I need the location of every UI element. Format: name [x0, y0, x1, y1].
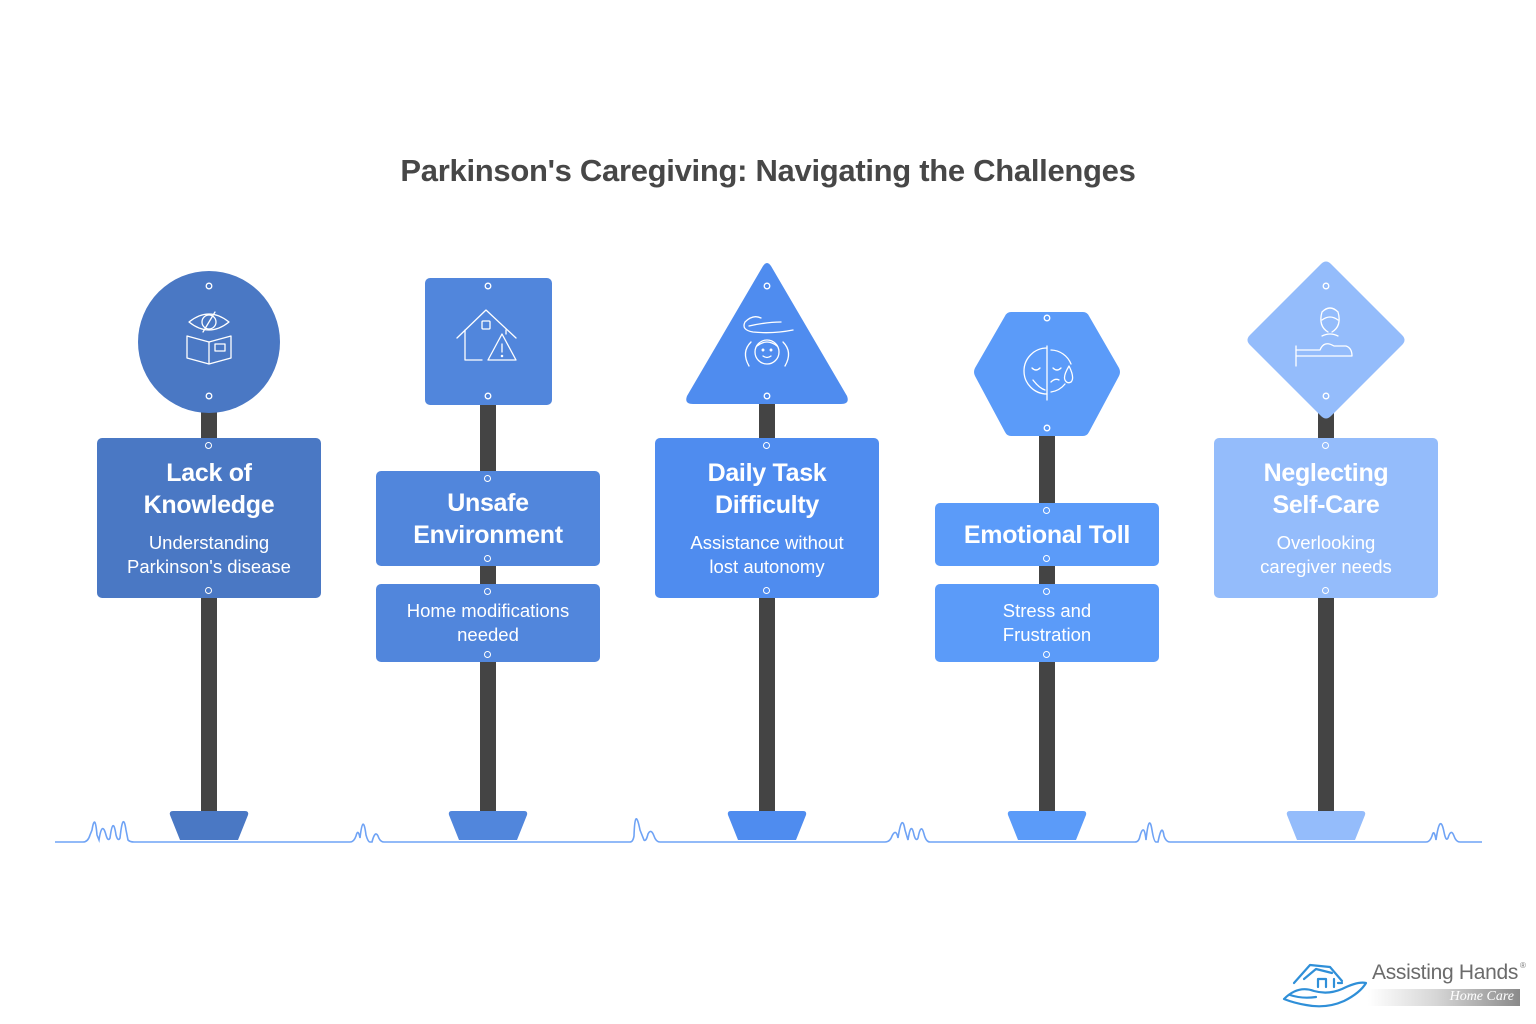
hand-house-logo-icon: [1282, 963, 1368, 1008]
challenge-heading: Emotional Toll: [964, 519, 1130, 551]
bolt-hole: [1043, 555, 1050, 562]
diagram-title: Parkinson's Caregiving: Navigating the C…: [400, 153, 1136, 188]
challenge-description-panel: Home modifications needed: [376, 584, 600, 662]
challenge-heading-line: Lack of: [166, 459, 252, 487]
bolt-hole: [205, 392, 213, 400]
challenge-heading-line: Difficulty: [715, 491, 819, 519]
bolt-hole: [1043, 651, 1050, 658]
challenge-heading-line: Unsafe: [447, 488, 529, 517]
bolt-hole: [484, 475, 491, 482]
challenge-description-line: Parkinson's disease: [127, 556, 291, 577]
challenge-heading: Lack of Knowledge: [144, 457, 275, 521]
logo-tagline-bar: Home Care: [1368, 989, 1520, 1006]
challenge-description-line: Assistance without: [690, 532, 844, 553]
challenge-heading-line: Daily Task: [707, 459, 827, 487]
bolt-hole: [205, 282, 213, 290]
challenge-description-line: Understanding: [148, 532, 270, 553]
caregiver-bed-icon: [1295, 307, 1353, 367]
sign-triangle: [686, 263, 848, 404]
challenge-description: Assistance without lost autonomy: [690, 531, 843, 579]
challenge-description: Home modifications needed: [407, 599, 569, 647]
challenge-description-line: lost autonomy: [709, 556, 825, 577]
eye-book-icon: [186, 311, 232, 365]
sign-base: [169, 811, 249, 840]
sign-base: [727, 811, 807, 840]
bolt-hole: [205, 587, 212, 594]
bolt-hole: [1043, 507, 1050, 514]
bolt-hole: [1043, 588, 1050, 595]
signpost-4: [974, 312, 1120, 840]
bolt-hole: [1043, 314, 1051, 322]
challenge-heading-line: Environment: [413, 520, 563, 549]
happy-sad-face-icon: [1023, 345, 1074, 401]
hand-over-child-icon: [743, 316, 794, 367]
bolt-hole: [1322, 282, 1330, 290]
bolt-hole: [484, 588, 491, 595]
bolt-hole: [484, 555, 491, 562]
bolt-hole: [763, 282, 771, 290]
bolt-hole: [484, 282, 492, 290]
challenge-heading-line: Knowledge: [143, 491, 275, 519]
logo-registered-mark: ®: [1520, 961, 1526, 970]
bolt-hole: [484, 392, 492, 400]
bolt-hole: [1322, 442, 1329, 449]
bolt-hole: [763, 442, 770, 449]
challenge-description-line: Frustration: [1002, 624, 1092, 645]
sign-base: [448, 811, 528, 840]
challenge-heading-line: Self-Care: [1272, 491, 1380, 519]
challenge-heading-line: Neglecting: [1263, 459, 1389, 487]
bolt-hole: [763, 587, 770, 594]
logo-name: Assisting Hands: [1372, 961, 1519, 984]
bolt-hole: [763, 392, 771, 400]
bolt-hole: [1322, 587, 1329, 594]
challenge-description-line: caregiver needs: [1260, 556, 1392, 577]
challenge-description-line: Home modifications: [406, 600, 570, 621]
bolt-hole: [205, 442, 212, 449]
ground-line: [55, 818, 1482, 844]
assisting-hands-logo: Assisting Hands ® Home Care: [1280, 955, 1530, 1015]
bolt-hole: [1043, 424, 1051, 432]
sign-square: [425, 278, 552, 405]
challenge-description-line: Stress and: [1002, 600, 1092, 621]
challenge-description-line: needed: [457, 624, 519, 645]
bolt-hole: [484, 651, 491, 658]
sign-base: [1286, 811, 1366, 840]
sign-base: [1007, 811, 1087, 840]
logo-tagline: Home Care: [1449, 989, 1514, 1004]
challenge-description-line: Overlooking: [1276, 532, 1376, 553]
bolt-hole: [1322, 392, 1330, 400]
challenge-heading-line: Emotional Toll: [963, 520, 1131, 549]
house-warning-icon: [456, 309, 517, 361]
sign-diamond: [1247, 261, 1405, 419]
challenge-description: Overlooking caregiver needs: [1260, 531, 1392, 579]
